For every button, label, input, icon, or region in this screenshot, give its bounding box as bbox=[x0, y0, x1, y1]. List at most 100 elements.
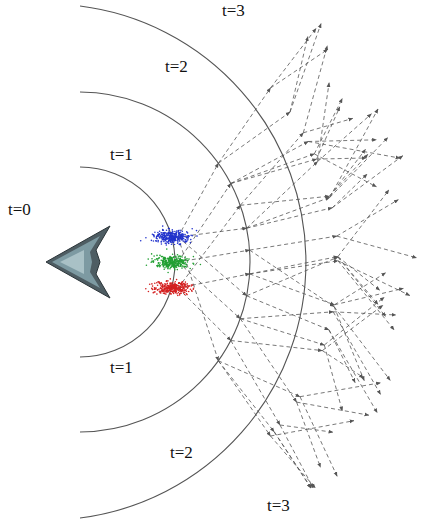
sample-dot bbox=[170, 291, 172, 293]
sample-dot bbox=[180, 232, 182, 234]
sample-dot bbox=[172, 263, 174, 265]
ray-arrow bbox=[308, 140, 376, 142]
sample-dot bbox=[179, 230, 181, 232]
sample-dot bbox=[164, 292, 166, 294]
sample-dot bbox=[167, 272, 169, 274]
sample-dot bbox=[191, 235, 193, 237]
sample-dot bbox=[175, 266, 177, 268]
sample-dot bbox=[187, 237, 189, 239]
sample-dot bbox=[169, 264, 171, 266]
ray-arrow bbox=[271, 49, 328, 88]
sample-dot bbox=[150, 262, 152, 264]
sample-dot bbox=[186, 258, 188, 260]
sample-dot bbox=[177, 261, 179, 263]
ray-arrow bbox=[231, 341, 280, 426]
sample-dot bbox=[183, 265, 185, 267]
ray-arrow bbox=[178, 205, 240, 288]
sample-dot bbox=[173, 257, 175, 259]
sample-dot bbox=[186, 264, 188, 266]
ray-arrow bbox=[337, 236, 417, 258]
sample-dot bbox=[193, 288, 195, 290]
sample-dot bbox=[160, 282, 162, 284]
sample-dot bbox=[164, 236, 166, 238]
sample-dot bbox=[179, 232, 181, 234]
sample-dot bbox=[160, 241, 162, 243]
sample-dot bbox=[172, 254, 174, 256]
sample-dot bbox=[175, 257, 177, 259]
time-label: t=1 bbox=[108, 359, 135, 378]
sample-dot bbox=[160, 291, 162, 293]
sample-dot bbox=[173, 285, 175, 287]
sample-dot bbox=[165, 283, 167, 285]
ray-arrow bbox=[297, 402, 321, 467]
sample-dot bbox=[169, 286, 171, 288]
sample-dot bbox=[178, 255, 180, 257]
sample-dot bbox=[162, 291, 164, 293]
ray-arrow bbox=[178, 250, 250, 262]
sample-dot bbox=[177, 264, 179, 266]
sample-dot bbox=[188, 236, 190, 238]
sample-dot bbox=[166, 262, 168, 264]
sample-dot bbox=[172, 237, 174, 239]
sample-dot bbox=[159, 230, 161, 232]
sample-dot bbox=[180, 265, 182, 267]
sample-dot bbox=[184, 241, 186, 243]
sample-dot bbox=[163, 229, 165, 231]
sample-dot bbox=[169, 237, 171, 239]
sample-dot bbox=[178, 266, 180, 268]
sample-dot bbox=[178, 233, 180, 235]
sample-dot bbox=[180, 289, 182, 291]
sample-dot bbox=[170, 263, 172, 265]
sample-dot bbox=[175, 288, 177, 290]
sample-dot bbox=[181, 260, 183, 262]
ray-arrow bbox=[178, 274, 250, 288]
ray-arrow bbox=[324, 345, 342, 411]
sample-dot bbox=[171, 262, 173, 264]
sample-dot bbox=[183, 235, 185, 237]
sample-dot bbox=[164, 263, 166, 265]
sample-dot bbox=[157, 265, 159, 267]
sample-dot bbox=[180, 264, 182, 266]
ray-arrow bbox=[332, 174, 367, 208]
sample-dot bbox=[182, 233, 184, 235]
sample-dot bbox=[165, 242, 167, 244]
sample-dot bbox=[165, 293, 167, 295]
sample-dot bbox=[154, 291, 156, 293]
ray-arrow bbox=[178, 237, 218, 361]
sample-dot bbox=[156, 255, 158, 257]
sample-dot bbox=[156, 237, 158, 239]
ray-arrow bbox=[333, 312, 380, 395]
sample-dot bbox=[180, 288, 182, 290]
time-label: t=3 bbox=[220, 2, 247, 21]
sample-dot bbox=[174, 259, 176, 261]
sample-dot bbox=[173, 242, 175, 244]
sample-dot bbox=[177, 265, 179, 267]
sample-dot bbox=[153, 292, 155, 294]
sample-dot bbox=[177, 263, 179, 265]
sample-dot bbox=[179, 287, 181, 289]
sample-dot bbox=[181, 260, 183, 262]
sample-dot bbox=[179, 294, 181, 296]
sample-dot bbox=[155, 288, 157, 290]
sample-dot bbox=[170, 260, 172, 262]
sample-dot bbox=[173, 256, 175, 258]
sample-dot bbox=[158, 262, 160, 264]
sample-dot bbox=[172, 287, 174, 289]
sample-dot bbox=[172, 229, 174, 231]
ray-arrow bbox=[178, 262, 240, 319]
sample-dot bbox=[177, 231, 179, 233]
sample-dot bbox=[176, 232, 178, 234]
sample-dot bbox=[174, 238, 176, 240]
ray-arrow bbox=[317, 158, 366, 159]
sample-dot bbox=[176, 284, 178, 286]
sample-dot bbox=[166, 281, 168, 283]
sample-dot bbox=[154, 283, 156, 285]
sample-dot bbox=[171, 243, 173, 245]
sample-dot bbox=[174, 260, 176, 262]
sample-dot bbox=[184, 284, 186, 286]
sample-dot bbox=[157, 241, 159, 243]
sample-dot bbox=[161, 243, 163, 245]
sample-dot bbox=[166, 262, 168, 264]
sample-dot bbox=[181, 290, 183, 292]
sample-dot bbox=[157, 235, 159, 237]
